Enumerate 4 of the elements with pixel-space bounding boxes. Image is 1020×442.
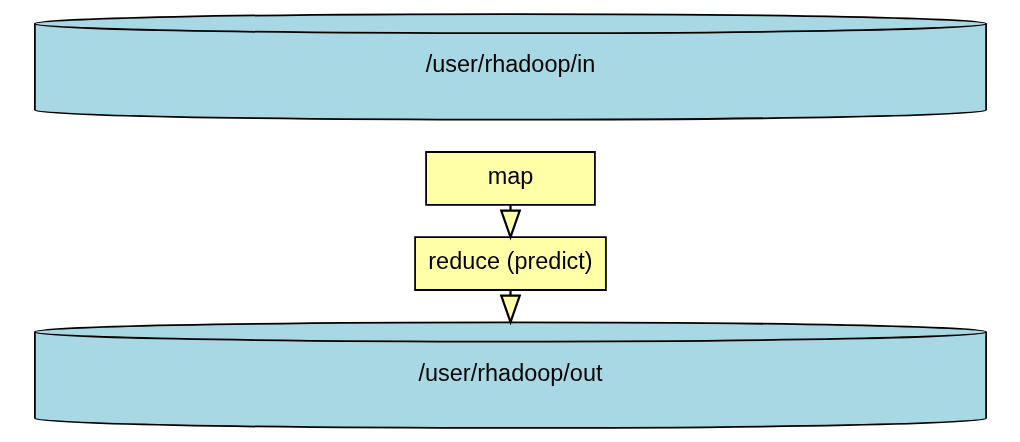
node-box: map [424,151,596,206]
arrow [499,290,521,326]
node-box: reduce (predict) [413,236,607,291]
arrow [499,205,521,241]
